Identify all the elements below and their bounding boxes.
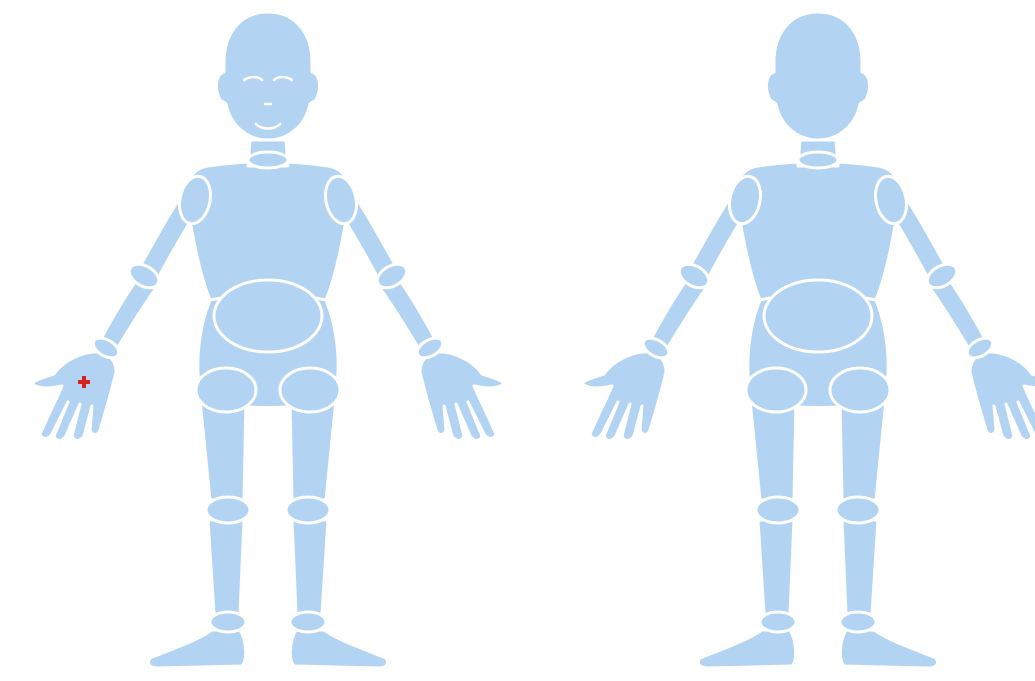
- front-figure: [32, 12, 504, 668]
- back-figure: [582, 12, 1035, 668]
- front-body: [32, 12, 504, 668]
- back-body: [582, 12, 1035, 668]
